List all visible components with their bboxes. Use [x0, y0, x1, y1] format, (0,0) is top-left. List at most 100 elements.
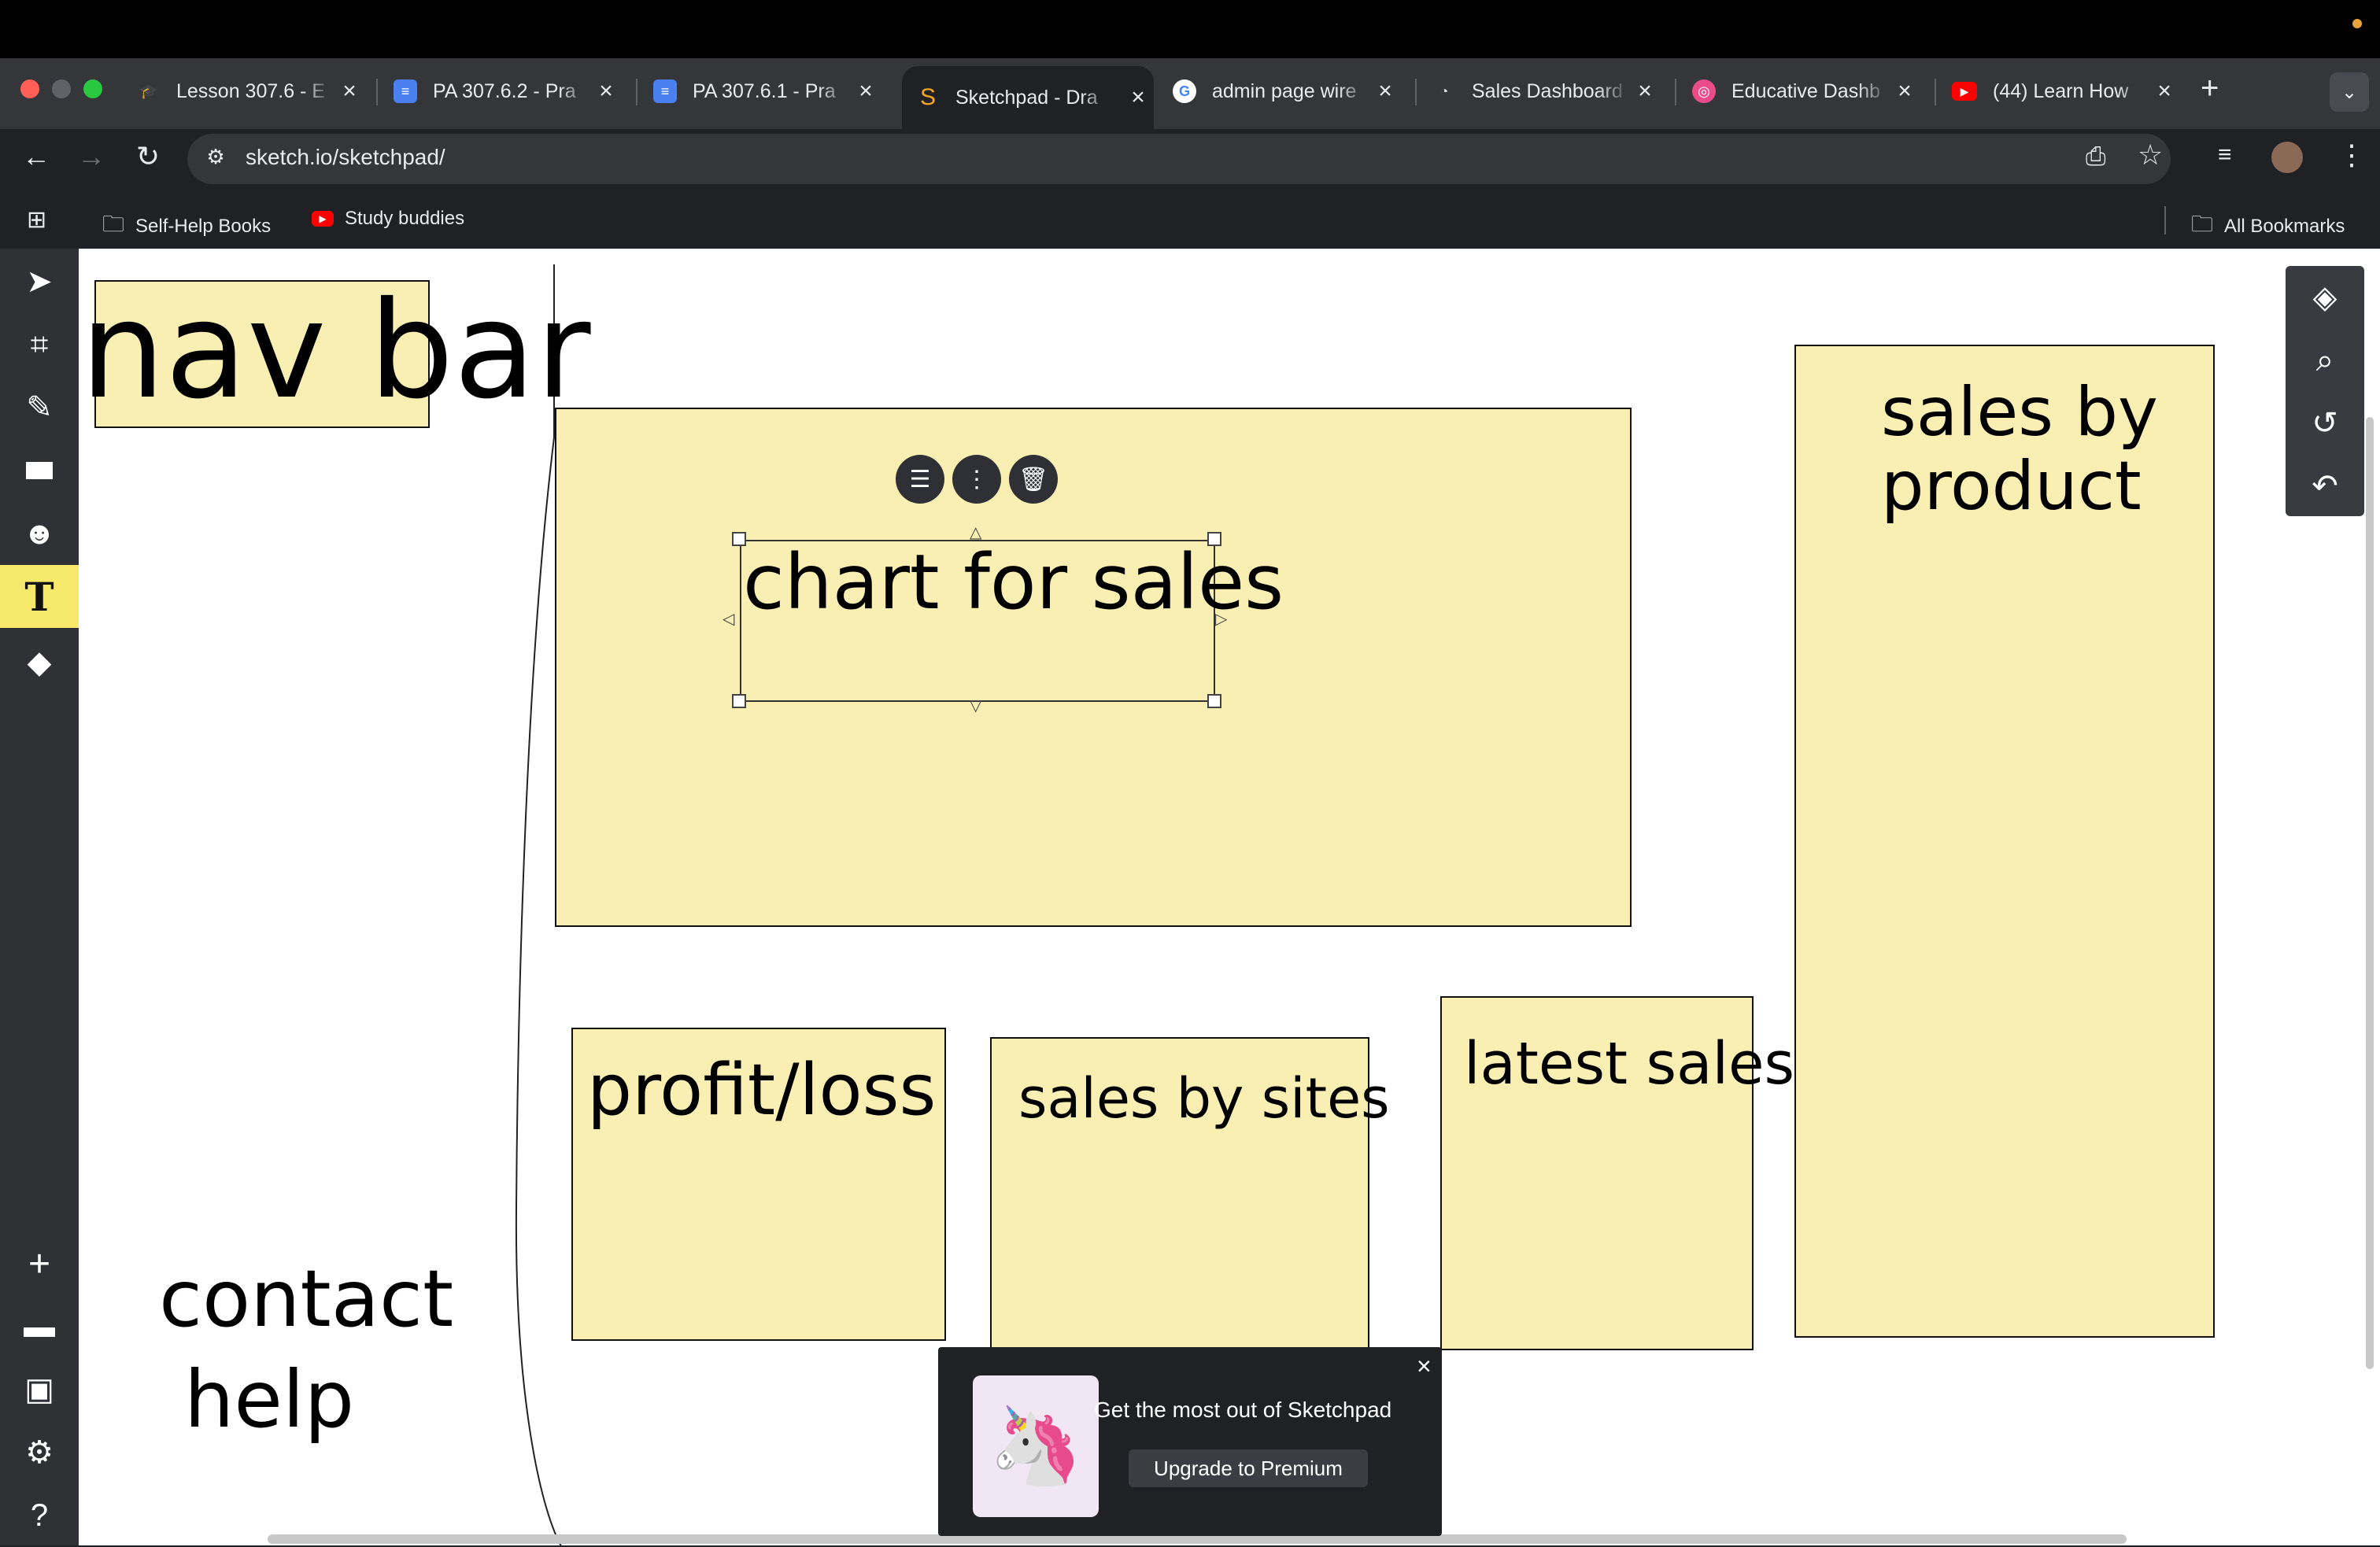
sales-by-sites-label: sales by sites: [1018, 1066, 1390, 1131]
dribbble-icon: ◎: [1692, 79, 1716, 103]
menu-icon[interactable]: ⋮: [2338, 138, 2366, 171]
text-tool-icon[interactable]: T: [0, 565, 79, 628]
tab-sales-dashboard[interactable]: ◔ Sales Dashboard ×: [1432, 66, 1661, 116]
graduation-cap-icon: 🎓: [139, 83, 158, 99]
close-tab-icon[interactable]: ×: [1638, 78, 1652, 104]
sales-by-sites-note[interactable]: [990, 1037, 1369, 1368]
adjust-settings-button[interactable]: ☰: [896, 455, 944, 504]
chart-note[interactable]: [555, 408, 1632, 927]
folder-icon: 🗀: [102, 212, 125, 236]
folder-icon[interactable]: ▬: [24, 1309, 55, 1344]
contact-label: contact: [159, 1253, 454, 1345]
tab-separator: [1935, 79, 1936, 105]
close-tab-icon[interactable]: ×: [342, 78, 357, 104]
select-tool-icon[interactable]: ➤: [26, 264, 53, 299]
shape-tool-icon[interactable]: [0, 439, 79, 502]
system-top-bar: [0, 0, 2380, 58]
resize-arrow-down-icon[interactable]: ▽: [970, 697, 982, 714]
crop-tool-icon[interactable]: ⌗: [30, 327, 49, 362]
back-button[interactable]: ←: [22, 140, 50, 172]
tab-search-button[interactable]: ⌄: [2330, 72, 2369, 112]
chart-label[interactable]: chart for sales: [743, 538, 1284, 626]
dashboard-icon: ◔: [1439, 83, 1449, 99]
address-bar[interactable]: [187, 134, 2171, 184]
close-tab-icon[interactable]: ×: [1898, 78, 1912, 104]
bookmark-self-help[interactable]: 🗀 Self-Help Books: [102, 208, 271, 246]
latest-sales-note[interactable]: [1440, 996, 1754, 1350]
tab-separator: [636, 79, 638, 105]
help-label: help: [184, 1353, 355, 1445]
horizontal-scrollbar[interactable]: [268, 1534, 2127, 1544]
tab-separator: [1675, 79, 1676, 105]
right-tool-panel: [2286, 266, 2364, 516]
close-tab-icon[interactable]: ×: [2157, 78, 2171, 104]
install-app-icon[interactable]: ⎙: [2086, 142, 2106, 170]
resize-arrow-left-icon[interactable]: ◁: [722, 611, 735, 628]
notification-dot: [2352, 19, 2362, 28]
profit-loss-label: profit/loss: [587, 1049, 937, 1132]
close-window-button[interactable]: [20, 79, 39, 98]
vertical-scrollbar[interactable]: [2366, 417, 2374, 1369]
reload-button[interactable]: ↻: [135, 140, 161, 172]
resize-handle[interactable]: [1207, 532, 1221, 546]
close-tab-icon[interactable]: ×: [1131, 84, 1145, 110]
layers-icon[interactable]: ◈: [2312, 280, 2338, 315]
all-bookmarks[interactable]: 🗀 All Bookmarks: [2191, 208, 2345, 246]
pen-tool-icon[interactable]: ✎: [26, 390, 53, 425]
tab-sketchpad[interactable]: S Sketchpad - Dra ×: [902, 66, 1154, 129]
drawing-canvas[interactable]: nav bar chart for sales △ ▽ ◁ ▷ ☰ ⋮ 🗑 sa…: [79, 249, 2380, 1545]
tab-educative[interactable]: ◎ Educative Dashb ×: [1692, 66, 1920, 116]
youtube-icon: ▶: [1952, 82, 1977, 101]
apps-grid-icon[interactable]: ⊞: [27, 207, 47, 233]
bookmark-study-buddies[interactable]: ▶ Study buddies: [312, 208, 464, 230]
maximize-window-button[interactable]: [83, 79, 102, 98]
settings-icon[interactable]: ⚙: [25, 1435, 54, 1470]
text-selection-box[interactable]: [740, 540, 1215, 702]
resize-arrow-right-icon[interactable]: ▷: [1215, 611, 1228, 628]
resize-handle[interactable]: [1207, 694, 1221, 708]
resize-handle[interactable]: [732, 532, 746, 546]
bookmark-star-icon[interactable]: ☆: [2138, 138, 2164, 171]
undo-icon[interactable]: ↶: [2312, 469, 2338, 504]
resize-arrow-up-icon[interactable]: △: [970, 524, 982, 541]
divider-curve: [515, 264, 562, 1545]
help-icon[interactable]: ?: [30, 1497, 49, 1533]
save-icon[interactable]: ▣: [24, 1372, 54, 1407]
resize-handle[interactable]: [732, 694, 746, 708]
tab-lesson[interactable]: 🎓 Lesson 307.6 - E ×: [137, 66, 365, 116]
close-tab-icon[interactable]: ×: [599, 78, 613, 104]
fill-tool-icon[interactable]: ◆: [27, 645, 52, 680]
nav-bar-note[interactable]: [94, 280, 430, 428]
sticker-tool-icon[interactable]: ☻: [22, 515, 57, 551]
new-tab-button[interactable]: +: [2201, 71, 2219, 105]
media-controls-icon[interactable]: ≡: [2218, 142, 2232, 168]
history-icon[interactable]: ↺: [2312, 406, 2338, 441]
delete-button[interactable]: 🗑: [1009, 455, 1058, 504]
forward-button[interactable]: →: [77, 140, 105, 172]
tab-separator: [1415, 79, 1417, 105]
latest-sales-label: latest sales: [1464, 1030, 1795, 1098]
tab-separator: [376, 79, 378, 105]
sales-by-product-note[interactable]: [1794, 345, 2215, 1338]
profit-loss-note[interactable]: [571, 1028, 946, 1341]
tab-youtube[interactable]: ▶ (44) Learn How ×: [1952, 66, 2180, 116]
bookmarks-bar: [0, 192, 2380, 249]
nav-bar-label: nav bar: [80, 273, 591, 429]
add-icon[interactable]: +: [28, 1242, 51, 1285]
upgrade-button[interactable]: Upgrade to Premium: [1129, 1449, 1368, 1487]
tab-pa-307-6-1[interactable]: ≡ PA 307.6.1 - Pra ×: [653, 66, 881, 116]
close-popup-icon[interactable]: ×: [1417, 1352, 1432, 1380]
minimize-window-button[interactable]: [52, 79, 71, 98]
url-text[interactable]: sketch.io/sketchpad/: [246, 145, 445, 169]
close-tab-icon[interactable]: ×: [1378, 78, 1392, 104]
tab-pa-307-6-2[interactable]: ≡ PA 307.6.2 - Pra ×: [394, 66, 622, 116]
google-icon: G: [1173, 79, 1196, 103]
sales-by-product-label-line1: sales by: [1881, 373, 2158, 452]
more-options-button[interactable]: ⋮: [952, 455, 1001, 504]
search-icon[interactable]: ⌕: [2315, 342, 2334, 378]
unicorn-illustration: 🦄: [973, 1375, 1099, 1517]
tab-admin-page[interactable]: G admin page wire ×: [1173, 66, 1401, 116]
site-info-icon[interactable]: ⚙: [206, 145, 225, 168]
avatar[interactable]: [2271, 142, 2303, 173]
close-tab-icon[interactable]: ×: [859, 78, 873, 104]
